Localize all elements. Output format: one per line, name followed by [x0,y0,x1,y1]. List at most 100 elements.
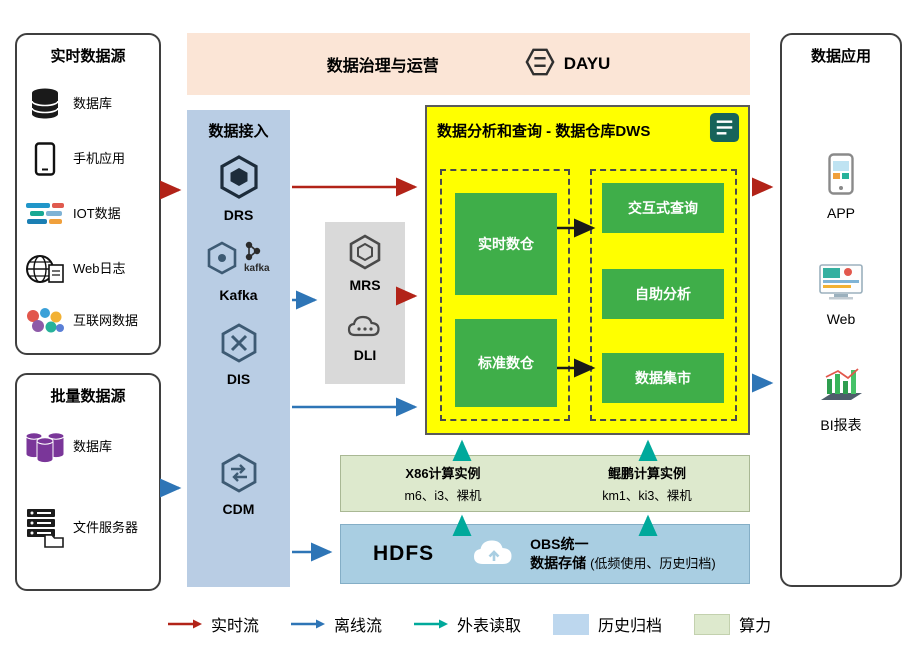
app-label: APP [826,205,855,221]
kunpeng-compute: 鲲鹏计算实例 km1、ki3、裸机 [545,456,749,511]
legend-label: 实时流 [211,618,260,635]
source-label: 数据库 [73,438,113,454]
kunpeng-title: 鲲鹏计算实例 [607,466,686,481]
legend-offline-flow: 离线流 [291,612,382,636]
history-archive-swatch [553,613,590,635]
dayu-label: DAYU [563,54,611,73]
obs-line1: OBS统一 [530,536,589,553]
drs-icon [187,154,290,205]
function-group [590,169,737,421]
legend-compute-power: 算力 [694,612,771,636]
realtime-flow-arrow-icon [168,619,202,629]
governance-title: 数据治理与运营 [326,58,439,75]
module-interactive-query: 交互式查询 [602,183,724,233]
dayu-icon [524,47,556,82]
service-kafka: kafka Kafka [187,238,290,303]
dws-title: 数据分析和查询 - 数据仓库DWS [437,122,651,140]
legend-label: 算力 [739,618,772,635]
service-dli: DLI [325,310,405,363]
file-server-icon [17,507,73,549]
applications-title: 数据应用 [810,48,871,65]
module-standard-warehouse: 标准数仓 [455,319,557,407]
iot-icon [17,199,73,229]
kunpeng-spec: km1、ki3、裸机 [602,489,692,503]
module-realtime-warehouse: 实时数仓 [455,193,557,295]
bi-report-icon [782,367,900,410]
source-item-database: 数据库 [17,79,159,129]
dayu-brand: DAYU [524,47,611,82]
web-log-icon [17,252,73,286]
app-item-app: APP [782,153,900,221]
service-label: DIS [226,371,251,387]
service-cdm: CDM [187,452,290,517]
applications-panel: 数据应用 APP [780,33,902,587]
service-mrs: MRS [325,234,405,293]
source-item-internet: 互联网数据 [17,295,159,347]
legend-realtime-flow: 实时流 [168,612,259,636]
dli-icon [325,310,405,345]
processing-box: MRS DLI [325,222,405,384]
source-item-database-batch: 数据库 [17,419,159,475]
app-item-web: Web [782,263,900,327]
service-dis: DIS [187,322,290,387]
source-label: 手机应用 [73,150,126,166]
source-item-fileserver: 文件服务器 [17,493,159,563]
module-self-service-analysis: 自助分析 [602,269,724,319]
hdfs-label: HDFS [373,542,435,565]
ingestion-panel: 数据接入 DRS [187,110,290,587]
obs-text: OBS统一 数据存储 (低频使用、历史归档) [530,535,716,573]
governance-bar: 数据治理与运营 DAYU [187,33,750,95]
service-label: Kafka [219,287,258,303]
legend: 实时流 离线流 外表读取 历史归档 算力 [168,612,771,636]
cdm-icon [187,452,290,499]
legend-label: 历史归档 [598,618,663,635]
legend-label: 外表读取 [457,618,522,635]
batch-sources-panel: 批量数据源 数据库 [15,373,161,591]
service-label: CDM [222,501,255,517]
warehouse-group [440,169,570,421]
dis-icon [187,322,290,369]
service-label: DLI [353,347,377,363]
mrs-icon [325,234,405,275]
kafka-icon: kafka [187,238,290,285]
x86-compute: X86计算实例 m6、i3、裸机 [341,456,545,511]
service-drs: DRS [187,154,290,223]
realtime-sources-title: 实时数据源 [50,48,126,65]
source-label: 数据库 [73,95,113,111]
legend-history-archive: 历史归档 [553,612,662,636]
compute-box: X86计算实例 m6、i3、裸机 鲲鹏计算实例 km1、ki3、裸机 [340,455,750,512]
internet-data-icon [17,306,73,336]
obs-line2: 数据存储 [530,555,587,571]
x86-spec: m6、i3、裸机 [404,489,482,503]
external-read-arrow-icon [414,619,449,629]
dws-document-icon [709,112,740,148]
source-item-mobile: 手机应用 [17,134,159,184]
service-label: MRS [349,277,381,293]
web-browser-icon [782,263,900,306]
app-label: BI报表 [820,417,862,433]
source-label: Web日志 [73,260,126,276]
batch-sources-title: 批量数据源 [50,388,126,405]
offline-flow-arrow-icon [291,619,326,629]
source-item-iot: IOT数据 [17,189,159,239]
legend-external-read: 外表读取 [414,612,521,636]
source-label: IOT数据 [73,205,121,221]
module-data-mart: 数据集市 [602,353,724,403]
source-item-weblog: Web日志 [17,244,159,294]
app-item-bi: BI报表 [782,367,900,435]
obs-note: (低频使用、历史归档) [590,556,716,571]
service-label: DRS [223,207,254,223]
realtime-sources-panel: 实时数据源 数据库 手机应用 [15,33,161,355]
dws-panel: 数据分析和查询 - 数据仓库DWS 实时数仓 标准数仓 交互式查询 自助分析 数… [425,105,750,435]
source-label: 文件服务器 [73,519,139,535]
dws-header: 数据分析和查询 - 数据仓库DWS [437,111,740,149]
app-label: Web [826,311,856,327]
database-icon [17,87,73,121]
kafka-logo-text: kafka [244,263,270,274]
mobile-phone-icon [17,142,73,176]
obs-cloud-icon [470,534,520,575]
app-icon [782,153,900,200]
compute-power-swatch [694,613,731,635]
x86-title: X86计算实例 [405,466,481,481]
